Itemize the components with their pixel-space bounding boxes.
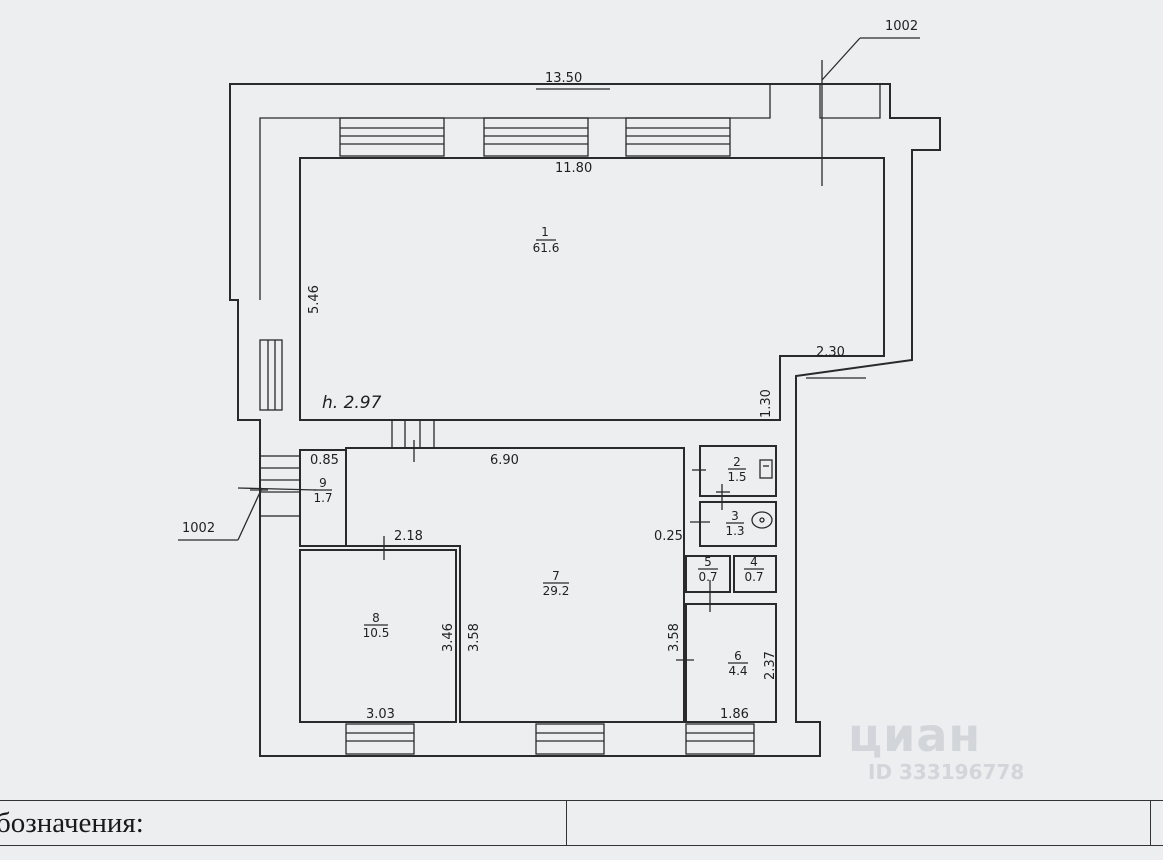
ceiling-height: h. 2.97 [322, 393, 382, 413]
sink-icon [751, 511, 773, 529]
dim-room6-height: 2.37 [763, 651, 778, 680]
dim-room1-depth: 5.46 [307, 285, 322, 314]
svg-text:3: 3 [731, 509, 739, 523]
svg-text:7: 7 [552, 569, 560, 583]
svg-text:8: 8 [372, 611, 380, 625]
svg-text:1.5: 1.5 [727, 470, 746, 484]
room-label-9: 9 1.7 [313, 476, 332, 505]
dim-wall-offset: 0.25 [654, 529, 683, 544]
toilet-icon [759, 459, 773, 479]
room-6-outline [685, 603, 777, 723]
svg-text:1.7: 1.7 [313, 491, 332, 505]
door-1-7 [391, 419, 435, 462]
room-8-outline [299, 549, 457, 723]
section-line-top [821, 37, 920, 186]
watermark-brand: циан [848, 708, 982, 762]
svg-text:29.2: 29.2 [543, 584, 570, 598]
svg-text:0.7: 0.7 [698, 570, 717, 584]
room-1-outline [299, 157, 885, 421]
svg-text:61.6: 61.6 [533, 241, 560, 255]
watermark-id: ID 333196778 [868, 760, 1025, 784]
dim-room7-width: 6.90 [490, 453, 519, 468]
room-label-8: 8 10.5 [363, 611, 390, 640]
dim-notch-depth: 1.30 [759, 389, 774, 418]
svg-text:4.4: 4.4 [728, 664, 747, 678]
dim-room8-height: 3.46 [441, 623, 456, 652]
bottom-windows [345, 723, 755, 755]
svg-text:2: 2 [733, 455, 741, 469]
svg-text:1: 1 [541, 225, 549, 239]
svg-text:5: 5 [704, 555, 712, 569]
room-label-3: 3 1.3 [725, 509, 744, 538]
watermark: циан ID 333196778 [848, 708, 1024, 784]
svg-text:4: 4 [750, 555, 758, 569]
dim-room9-width: 0.85 [310, 453, 339, 468]
section-mark-top: 1002 [885, 19, 918, 34]
room-2-outline [699, 445, 777, 497]
room-4-outline [733, 555, 777, 593]
section-mark-left: 1002 [182, 521, 215, 536]
svg-text:10.5: 10.5 [363, 626, 390, 640]
inner-wall-line [259, 84, 881, 300]
dim-room6-width: 1.86 [720, 707, 749, 722]
svg-text:1.3: 1.3 [725, 524, 744, 538]
left-windows [259, 339, 301, 517]
room-label-7: 7 29.2 [543, 569, 570, 598]
dim-overall-width: 13.50 [545, 71, 582, 86]
room-label-2: 2 1.5 [727, 455, 746, 484]
legend-divider-2 [1150, 801, 1151, 845]
legend-table: бозначения: [0, 800, 1163, 860]
room-label-5: 5 0.7 [698, 555, 718, 584]
svg-text:0.7: 0.7 [744, 570, 763, 584]
svg-text:9: 9 [319, 476, 327, 490]
room-label-6: 6 4.4 [728, 649, 748, 678]
dim-notch-width: 2.30 [816, 345, 845, 360]
section-line-left [178, 487, 317, 541]
door-ticks [250, 462, 730, 670]
room-3-outline [699, 501, 777, 547]
svg-text:6: 6 [734, 649, 742, 663]
outer-wall [229, 83, 941, 757]
room-label-4: 4 0.7 [744, 555, 764, 584]
room-7-outline [345, 447, 685, 723]
room-label-1: 1 61.6 [533, 225, 560, 255]
dim-room8-width: 3.03 [366, 707, 395, 722]
dim-room8-top: 2.18 [394, 529, 423, 544]
dim-room7-height-left: 3.58 [467, 623, 482, 652]
top-windows [339, 117, 731, 157]
room-5-outline [685, 555, 731, 593]
legend-title: бозначения: [0, 807, 144, 839]
legend-row: бозначения: [0, 800, 1163, 846]
dim-room1-width: 11.80 [555, 161, 592, 176]
legend-divider [566, 801, 567, 845]
dim-room7-height-right: 3.58 [667, 623, 682, 652]
